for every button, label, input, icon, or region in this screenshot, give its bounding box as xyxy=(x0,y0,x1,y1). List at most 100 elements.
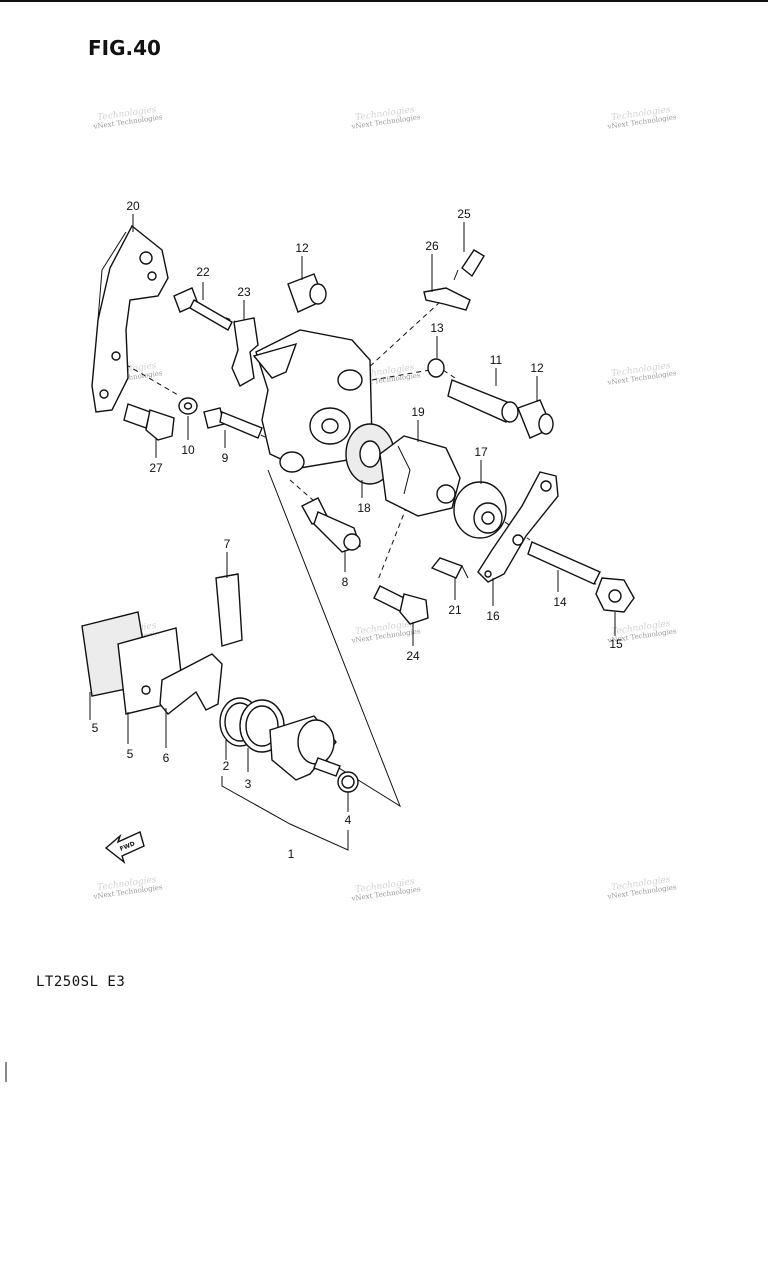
piston-rod xyxy=(313,757,341,777)
callout-7: 7 xyxy=(224,537,231,551)
bolt-head xyxy=(399,593,429,625)
pad-shim-6 xyxy=(159,653,223,715)
lever-hole xyxy=(540,480,552,492)
bolt-shank xyxy=(123,403,151,429)
piston-face xyxy=(297,719,335,765)
callout-numbers: 1 2 3 4 5 5 6 7 8 9 10 11 12 12 13 14 15… xyxy=(92,199,623,861)
watermark: Technologies vNext Technologies xyxy=(606,875,677,901)
lever-hole xyxy=(484,570,492,578)
piston-pin-11 xyxy=(447,379,519,423)
bolt-14 xyxy=(527,541,601,585)
callout-1: 1 xyxy=(288,847,295,861)
bolt-27 xyxy=(123,403,175,441)
lever-16 xyxy=(477,471,559,583)
caliper-port xyxy=(279,451,305,473)
bolt-22 xyxy=(173,287,233,331)
caliper-body xyxy=(252,329,373,473)
nut-bore xyxy=(608,589,622,603)
caliper-bore xyxy=(321,418,339,434)
callout-25: 25 xyxy=(457,207,471,221)
callout-21: 21 xyxy=(448,603,462,617)
o-ring-4 xyxy=(337,771,359,793)
bolt-thread xyxy=(527,541,601,585)
fwd-arrow-icon xyxy=(104,831,145,864)
model-label: LT250SL E3 xyxy=(36,974,126,990)
lever-hole xyxy=(512,534,524,546)
bearing-17 xyxy=(453,481,507,539)
bracket-hole xyxy=(111,351,121,361)
callout-19: 19 xyxy=(411,405,425,419)
watermark: Technologies vNext Technologies xyxy=(606,105,677,131)
callout-27: 27 xyxy=(149,461,163,475)
pin-body xyxy=(447,379,513,423)
callout-12: 12 xyxy=(530,361,544,375)
pad-spring-7 xyxy=(215,573,243,647)
caliper-port xyxy=(337,369,363,391)
washer-10 xyxy=(178,397,198,415)
shim-plate-23 xyxy=(231,317,259,387)
forward-direction-indicator: FWD xyxy=(104,831,145,864)
assembly-line xyxy=(439,367,456,379)
callout-10: 10 xyxy=(181,443,195,457)
bolt-24 xyxy=(373,585,429,625)
callout-15: 15 xyxy=(609,637,623,651)
spring-21 xyxy=(430,557,469,579)
callout-4: 4 xyxy=(345,813,352,827)
housing-edge xyxy=(397,445,411,495)
callout-11: 11 xyxy=(490,353,503,367)
adjuster-housing-19 xyxy=(379,435,461,517)
boot-12-right xyxy=(517,399,554,439)
sleeve-bore xyxy=(343,533,361,551)
callout-2: 2 xyxy=(223,759,230,773)
bracket-hole xyxy=(139,251,153,265)
figure-title: FIG.40 xyxy=(88,36,161,60)
callout-14: 14 xyxy=(553,595,567,609)
watermark: Technologies vNext Technologies xyxy=(606,361,677,387)
boot-12-top xyxy=(287,273,327,313)
callout-18: 18 xyxy=(357,501,371,515)
spring-coil xyxy=(430,557,463,579)
boot-opening xyxy=(309,283,327,305)
callout-12: 12 xyxy=(295,241,309,255)
watermark: Technologies vNext Technologies xyxy=(92,875,163,901)
o-ring-inner xyxy=(341,775,355,789)
callout-3: 3 xyxy=(245,777,252,791)
piston xyxy=(269,715,341,781)
callout-17: 17 xyxy=(474,445,488,459)
callout-5: 5 xyxy=(92,721,99,735)
boot-opening xyxy=(538,413,554,435)
assembly-line xyxy=(354,301,441,381)
bracket-plate xyxy=(91,224,169,413)
callout-20: 20 xyxy=(126,199,140,213)
pin-9 xyxy=(203,407,263,439)
bracket-hole xyxy=(147,271,157,281)
bracket-edge xyxy=(97,231,127,321)
caliper-bracket xyxy=(91,224,169,413)
leader-lines xyxy=(89,214,616,812)
assembly-line xyxy=(289,479,323,509)
bleeder-tip xyxy=(453,269,459,281)
callout-8: 8 xyxy=(342,575,349,589)
sleeve-8 xyxy=(301,497,361,553)
bolt-shank xyxy=(189,299,233,331)
watermarks: Technologies vNext Technologies Technolo… xyxy=(92,105,677,903)
lever-arm xyxy=(477,471,559,583)
pin-end xyxy=(501,401,519,423)
washer-13 xyxy=(427,358,445,378)
assembly-line xyxy=(377,497,411,581)
bleeder-body xyxy=(461,249,485,278)
washer-inner xyxy=(183,402,193,410)
housing-body xyxy=(379,435,461,517)
spring-end xyxy=(461,565,469,579)
watermark: Technologies vNext Technologies xyxy=(350,877,421,903)
bearing-bore xyxy=(481,511,495,525)
top-border xyxy=(0,0,768,2)
callout-16: 16 xyxy=(486,609,500,623)
callout-9: 9 xyxy=(222,451,229,465)
bolt-head xyxy=(145,409,175,441)
callout-24: 24 xyxy=(406,649,420,663)
callout-5: 5 xyxy=(127,747,134,761)
cap-26 xyxy=(423,287,471,311)
pad-hole xyxy=(141,685,151,695)
callout-13: 13 xyxy=(430,321,444,335)
